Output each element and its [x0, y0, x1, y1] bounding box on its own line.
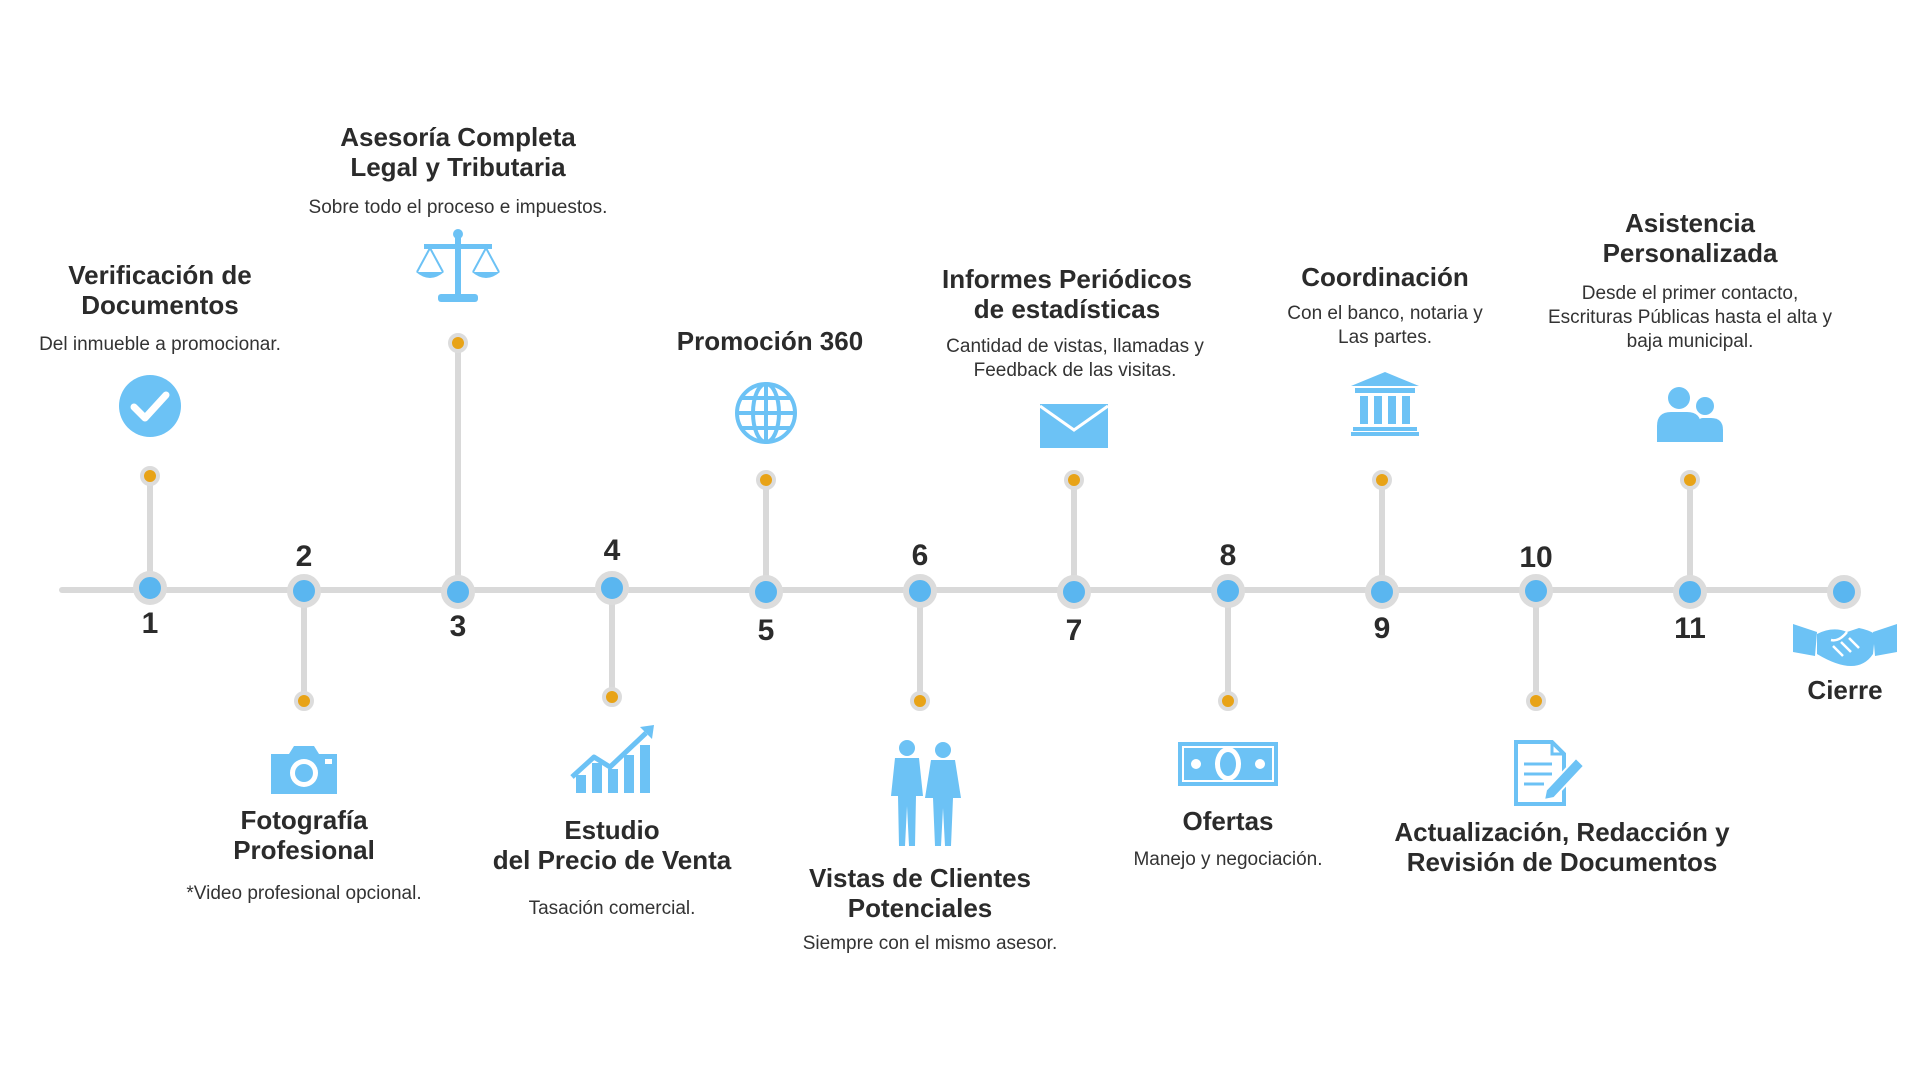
node-2 — [287, 574, 321, 608]
bank-icon — [1351, 372, 1419, 436]
end-dot-9 — [1372, 470, 1392, 490]
envelope-icon — [1040, 404, 1108, 448]
node-5 — [749, 575, 783, 609]
step-3-number: 3 — [449, 610, 467, 643]
step-8-number: 8 — [1219, 539, 1237, 572]
node-final — [1827, 575, 1861, 609]
end-dot-2 — [294, 691, 314, 711]
step-10-number: 10 — [1519, 541, 1553, 574]
step-3-desc: Sobre todo el proceso e impuestos. — [308, 197, 608, 218]
end-dot-5 — [756, 470, 776, 490]
node-10 — [1519, 574, 1553, 608]
users-icon — [1657, 386, 1723, 442]
node-3 — [441, 575, 475, 609]
step-2-desc: *Video profesional opcional. — [186, 883, 422, 904]
step-5-number: 5 — [757, 614, 775, 647]
node-11 — [1673, 575, 1707, 609]
end-dot-3 — [448, 333, 468, 353]
step-9-number: 9 — [1373, 612, 1391, 645]
globe-icon — [733, 380, 799, 446]
banknote-icon — [1178, 742, 1278, 786]
check-circle-icon — [117, 373, 183, 439]
step-8-title: Ofertas — [1182, 806, 1274, 836]
step-6-number: 6 — [911, 539, 929, 572]
end-dot-6 — [910, 691, 930, 711]
scales-icon — [414, 228, 502, 308]
node-9 — [1365, 575, 1399, 609]
final-title: Cierre — [1807, 675, 1883, 705]
step-4-number: 4 — [603, 534, 621, 567]
step-6-desc: Siempre con el mismo asesor. — [802, 933, 1058, 954]
step-2-number: 2 — [295, 540, 313, 573]
step-9-title: Coordinación — [1301, 262, 1469, 292]
step-7-number: 7 — [1065, 614, 1083, 647]
step-11-number: 11 — [1674, 612, 1706, 645]
end-dot-8 — [1218, 691, 1238, 711]
step-8-desc: Manejo y negociación. — [1133, 849, 1323, 870]
handshake-icon — [1793, 618, 1897, 668]
step-1-desc: Del inmueble a promocionar. — [39, 334, 281, 355]
end-dot-11 — [1680, 470, 1700, 490]
node-4 — [595, 571, 629, 605]
step-1-number: 1 — [141, 607, 159, 640]
document-pen-icon — [1512, 738, 1588, 808]
node-8 — [1211, 574, 1245, 608]
step-11-desc: Desde el primer contacto,Escrituras Públ… — [1547, 283, 1833, 352]
step-4-desc: Tasación comercial. — [528, 898, 696, 919]
node-6 — [903, 574, 937, 608]
node-7 — [1057, 575, 1091, 609]
camera-icon — [267, 742, 341, 796]
end-dot-7 — [1064, 470, 1084, 490]
people-icon — [883, 740, 967, 848]
end-dot-10 — [1526, 691, 1546, 711]
end-dot-1 — [140, 466, 160, 486]
end-dot-4 — [602, 687, 622, 707]
growth-chart-icon — [570, 725, 654, 793]
step-5-title: Promoción 360 — [676, 326, 864, 356]
node-1 — [133, 571, 167, 605]
